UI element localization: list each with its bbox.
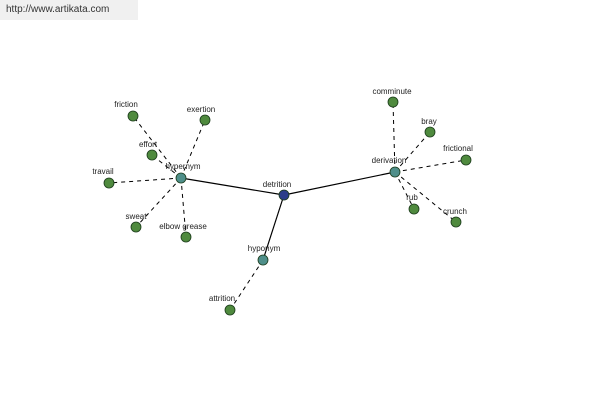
node-label-hyponym[interactable]: hyponym bbox=[248, 244, 281, 253]
edge-detrition-derivation bbox=[283, 171, 396, 196]
node-hyponym[interactable] bbox=[257, 254, 269, 266]
edge-hypernym-friction bbox=[132, 115, 182, 179]
node-sweat[interactable] bbox=[130, 221, 142, 233]
node-crunch[interactable] bbox=[450, 216, 462, 228]
labels-layer: detrition hypernym derivation hyponym fricti… bbox=[92, 87, 473, 303]
node-exertion[interactable] bbox=[199, 114, 211, 126]
edge-hyponym-attrition bbox=[229, 259, 264, 311]
node-label-rub[interactable]: rub bbox=[406, 193, 418, 202]
edge-hypernym-effort bbox=[151, 154, 182, 179]
node-label-frictional[interactable]: frictional bbox=[443, 144, 473, 153]
node-rub[interactable] bbox=[408, 203, 420, 215]
edge-hypernym-travail bbox=[108, 177, 182, 184]
edge-hypernym-elbow-grease bbox=[180, 177, 187, 238]
node-label-derivation[interactable]: derivation bbox=[372, 156, 407, 165]
node-bray[interactable] bbox=[424, 126, 436, 138]
edge-detrition-hyponym bbox=[262, 194, 285, 261]
node-label-sweat[interactable]: sweat bbox=[126, 212, 148, 221]
node-elbow-grease[interactable] bbox=[180, 231, 192, 243]
node-label-bray[interactable]: bray bbox=[421, 117, 437, 126]
node-label-elbow-grease[interactable]: elbow grease bbox=[159, 222, 207, 231]
source-url[interactable]: http://www.artikata.com bbox=[0, 0, 138, 20]
edge-hypernym-exertion bbox=[180, 119, 206, 179]
edge-derivation-comminute bbox=[392, 101, 396, 173]
node-label-exertion[interactable]: exertion bbox=[187, 105, 215, 114]
node-detrition[interactable] bbox=[278, 189, 290, 201]
node-travail[interactable] bbox=[103, 177, 115, 189]
node-effort[interactable] bbox=[146, 149, 158, 161]
node-label-comminute[interactable]: comminute bbox=[372, 87, 412, 96]
edge-detrition-hypernym bbox=[180, 177, 285, 196]
nodes-layer bbox=[103, 96, 472, 316]
node-derivation[interactable] bbox=[389, 166, 401, 178]
node-comminute[interactable] bbox=[387, 96, 399, 108]
edge-hypernym-sweat bbox=[135, 177, 182, 228]
node-label-detrition[interactable]: detrition bbox=[263, 180, 291, 189]
node-label-friction[interactable]: friction bbox=[114, 100, 138, 109]
node-frictional[interactable] bbox=[460, 154, 472, 166]
node-label-effort[interactable]: effort bbox=[139, 140, 158, 149]
edge-derivation-rub bbox=[394, 171, 415, 210]
node-hypernym[interactable] bbox=[175, 172, 187, 184]
node-attrition[interactable] bbox=[224, 304, 236, 316]
node-label-attrition[interactable]: attrition bbox=[209, 294, 235, 303]
edge-derivation-crunch bbox=[394, 171, 457, 223]
node-label-hypernym[interactable]: hypernym bbox=[165, 162, 200, 171]
edges-layer bbox=[108, 101, 467, 311]
node-label-crunch[interactable]: crunch bbox=[443, 207, 467, 216]
node-friction[interactable] bbox=[127, 110, 139, 122]
node-label-travail[interactable]: travail bbox=[92, 167, 114, 176]
edge-derivation-bray bbox=[394, 131, 431, 173]
